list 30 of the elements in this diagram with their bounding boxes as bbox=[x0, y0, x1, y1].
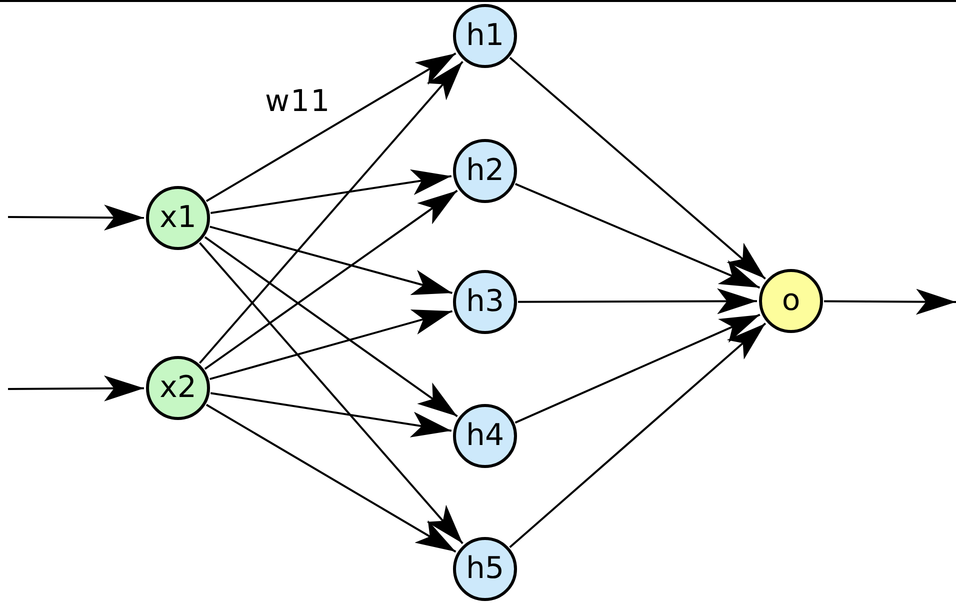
arrow bbox=[198, 60, 464, 364]
node-label: x2 bbox=[160, 373, 196, 403]
arrow bbox=[206, 52, 456, 202]
arrow bbox=[210, 309, 453, 380]
neuron-circle bbox=[759, 269, 823, 333]
node-label: o bbox=[782, 286, 800, 316]
arrow bbox=[198, 242, 464, 544]
weight-label: w11 bbox=[265, 84, 331, 119]
node-label: h2 bbox=[466, 156, 504, 186]
node-label: h1 bbox=[466, 21, 504, 51]
arrow bbox=[210, 226, 452, 295]
arrow bbox=[206, 404, 456, 553]
arrow bbox=[8, 204, 144, 231]
node-label: h4 bbox=[466, 421, 504, 451]
neuron-circle bbox=[453, 537, 517, 601]
node-label: x1 bbox=[160, 203, 196, 233]
arrow bbox=[518, 288, 757, 314]
arrow bbox=[509, 322, 766, 548]
arrow bbox=[8, 375, 144, 402]
node-label: h3 bbox=[466, 287, 504, 317]
neuron-circle bbox=[453, 4, 517, 68]
arrow bbox=[210, 392, 452, 438]
arrow bbox=[824, 288, 956, 315]
arrow bbox=[210, 169, 452, 214]
node-label: h5 bbox=[466, 554, 504, 584]
arrow bbox=[514, 182, 760, 289]
arrow bbox=[509, 56, 766, 280]
arrow bbox=[204, 236, 458, 418]
arrow bbox=[204, 190, 458, 370]
arrow bbox=[514, 314, 760, 424]
